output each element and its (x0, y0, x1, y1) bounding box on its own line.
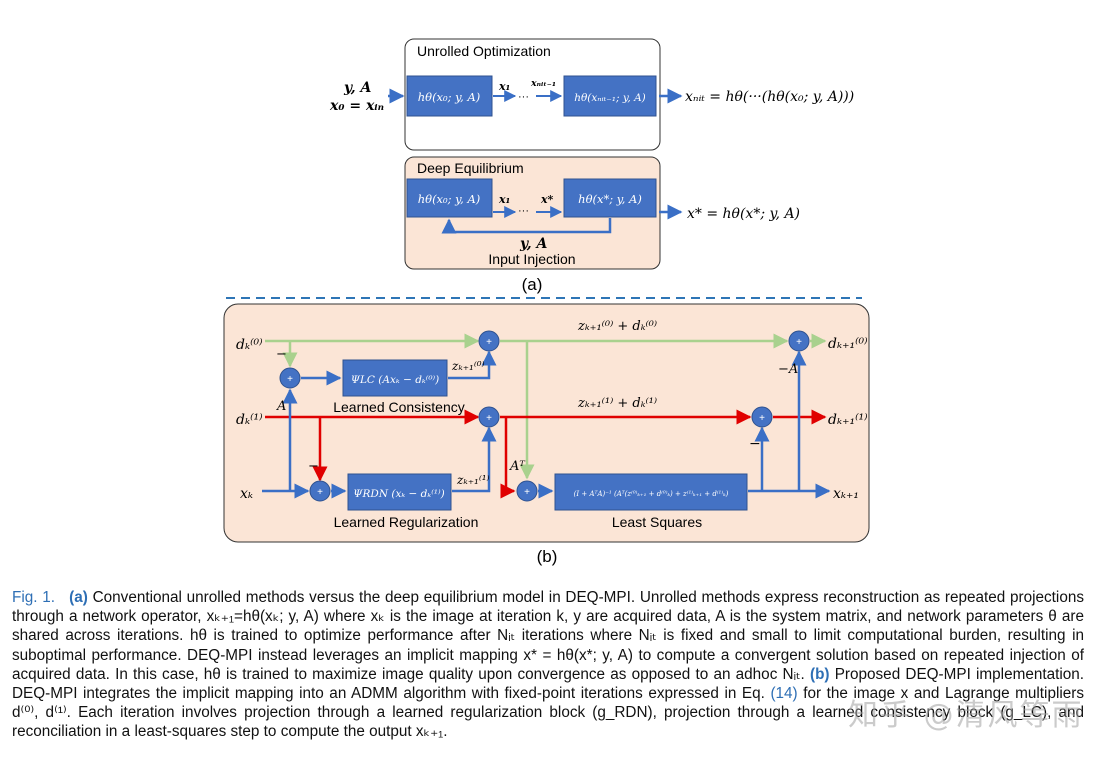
deq-title: Deep Equilibrium (417, 160, 524, 176)
blue-lc-to-sum (448, 350, 497, 380)
caption-tag-a: (a) (69, 589, 88, 606)
unrolled-frame (404, 38, 661, 151)
sum-node-mid: + (478, 406, 500, 428)
unrolled-dots: ··· (518, 91, 529, 103)
deq-block1 (406, 178, 493, 218)
input-d1: dₖ⁽¹⁾ (236, 412, 263, 428)
sum-node-lc: + (279, 367, 301, 389)
label-AT: Aᵀ (509, 459, 525, 474)
deq-feedback-top: y, A (519, 236, 548, 252)
label-minusA: −A (778, 362, 798, 377)
unrolled-xn1: xₙᵢₜ₋₁ (530, 78, 556, 89)
sum-node-top: + (478, 330, 500, 352)
unrolled-block1-text: hθ(x₀; y, A) (418, 90, 481, 104)
output-x: xₖ₊₁ (833, 486, 859, 502)
panel-a-label: (a) (522, 275, 543, 294)
rdn-block (347, 473, 452, 511)
caption-text-b1: Proposed DEQ-MPI implementation. DEQ-MPI… (12, 665, 1085, 703)
deq-feedback-loop (441, 218, 612, 234)
caption-tag-b: (b) (809, 665, 830, 683)
unrolled-block2-text: hθ(xₙᵢₜ₋₁; y, A) (574, 92, 646, 104)
panel-b-label: (b) (537, 547, 558, 566)
svg-text:+: + (486, 413, 492, 424)
input-d0: dₖ⁽⁰⁾ (236, 337, 263, 353)
ls-label: Least Squares (612, 514, 702, 530)
deq-feedback-label: Input Injection (488, 251, 575, 267)
red-minus: − (308, 459, 319, 474)
panel-a: Unrolled Optimization y, A x₀ = xᵢₙ hθ(x… (329, 38, 854, 294)
caption-text-b2: for the image x and Lagrange multipliers… (12, 685, 1085, 741)
label-sum-mid: zₖ₊₁⁽¹⁾ + dₖ⁽¹⁾ (577, 396, 657, 411)
lc-block-text: ΨLC (Axₖ − dₖ⁽⁰⁾) (351, 374, 439, 386)
svg-text:+: + (317, 487, 323, 498)
output-d1: dₖ₊₁⁽¹⁾ (828, 412, 868, 428)
deq-block2 (563, 178, 657, 218)
output-d0: dₖ₊₁⁽⁰⁾ (828, 336, 868, 352)
deq-output: x* = hθ(x*; y, A) (687, 206, 800, 222)
svg-text:+: + (287, 374, 293, 385)
unrolled-input-bottom: x₀ = xᵢₙ (329, 98, 384, 114)
unrolled-x1: x₁ (498, 80, 510, 93)
rdn-label: Learned Regularization (334, 514, 479, 530)
lc-label: Learned Consistency (333, 399, 465, 415)
label-z1: zₖ₊₁⁽¹⁾ (456, 473, 490, 487)
figure-diagram: Unrolled Optimization y, A x₀ = xᵢₙ hθ(x… (223, 38, 870, 566)
green-minus: − (276, 347, 287, 362)
caption-eq-ref[interactable]: (14) (770, 685, 798, 703)
unrolled-title: Unrolled Optimization (417, 43, 551, 59)
deq-x1: x₁ (498, 193, 510, 206)
input-xk: xₖ (240, 486, 253, 502)
svg-text:+: + (524, 487, 530, 498)
label-A: A (276, 399, 286, 414)
deq-xstar: x* (540, 193, 554, 206)
svg-text:+: + (759, 413, 765, 424)
ls-block (554, 473, 748, 511)
ls-block-text: (I + AᵀA)⁻¹ (Aᵀ(z⁽⁰⁾ₖ₊₁ + d⁽⁰⁾ₖ) + z⁽¹⁾ₖ… (574, 489, 729, 498)
label-z0: zₖ₊₁⁽⁰⁾ (451, 359, 485, 373)
unrolled-block2 (563, 75, 657, 117)
caption-fig-number: Fig. 1. (12, 589, 55, 606)
caption-text-a: Conventional unrolled methods versus the… (12, 589, 1084, 683)
sum-node-green-out: + (788, 330, 810, 352)
sum-node-red-out: + (751, 406, 773, 428)
unrolled-input-top: y, A (343, 80, 372, 96)
lc-block (342, 359, 448, 397)
svg-text:+: + (796, 337, 802, 348)
unrolled-output: xₙᵢₜ = hθ(···(hθ(x₀; y, A))) (685, 89, 854, 105)
sum-node-rdn: + (309, 480, 331, 502)
sum-node-ls: + (516, 480, 538, 502)
svg-text:+: + (486, 337, 492, 348)
deq-dots: ··· (518, 205, 529, 217)
deq-block2-text: hθ(x*; y, A) (578, 192, 642, 206)
figure-caption: Fig. 1. (a) Conventional unrolled method… (12, 588, 1084, 742)
rdn-block-text: ΨRDN (xₖ − dₖ⁽¹⁾) (353, 488, 444, 500)
blue-rdn-to-sum (452, 426, 497, 493)
label-minus-rsum: − (749, 436, 761, 452)
red-down-to-ls (500, 417, 516, 499)
unrolled-block1 (406, 75, 493, 117)
deq-block1-text: hθ(x₀; y, A) (418, 192, 481, 206)
label-sum-top: zₖ₊₁⁽⁰⁾ + dₖ⁽⁰⁾ (577, 319, 657, 334)
panel-b: dₖ⁽⁰⁾ dₖ⁽¹⁾ xₖ − − A − −A + (223, 303, 870, 566)
